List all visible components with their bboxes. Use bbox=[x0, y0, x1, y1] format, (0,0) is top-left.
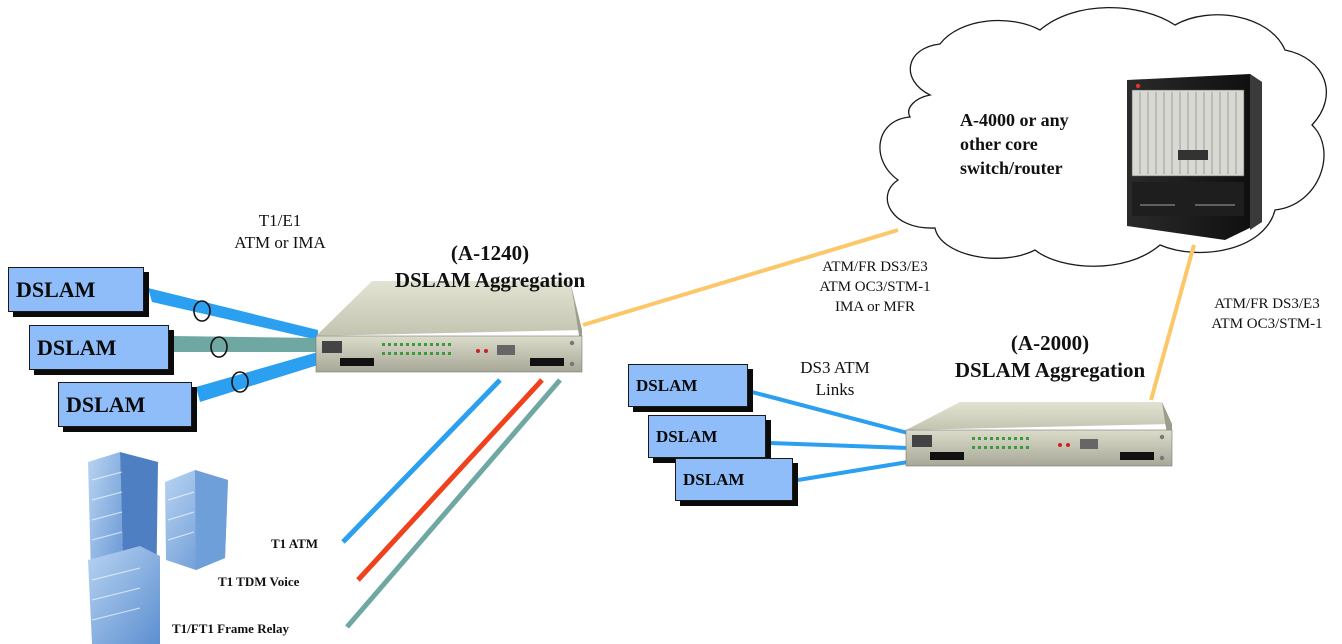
t1-frame-relay-label: T1/FT1 Frame Relay bbox=[172, 621, 289, 636]
dslam-left-1: DSLAM bbox=[8, 267, 144, 312]
dslam-link-1 bbox=[148, 288, 318, 340]
dslam-label: DSLAM bbox=[636, 375, 698, 395]
core-line-3: switch/router bbox=[960, 158, 1063, 178]
dslam-link-3 bbox=[196, 352, 318, 402]
a2000-label: (A-2000) DSLAM Aggregation bbox=[930, 330, 1170, 384]
core-line-2: other core bbox=[960, 134, 1038, 154]
a1240-title: DSLAM Aggregation bbox=[394, 268, 586, 292]
uplink-a1240-line-2: ATM OC3/STM-1 bbox=[819, 279, 931, 295]
uplink-a1240-to-core bbox=[582, 228, 899, 327]
ds3-label: DS3 ATM Links bbox=[775, 357, 895, 401]
dslam-left-3: DSLAM bbox=[58, 382, 192, 427]
core-label: A-4000 or any other core switch/router bbox=[960, 108, 1069, 180]
dslam-label: DSLAM bbox=[37, 334, 117, 360]
uplink-a2000-to-core bbox=[1149, 244, 1196, 401]
dslam-label: DSLAM bbox=[66, 391, 146, 417]
uplink-label-a2000: ATM/FR DS3/E3 ATM OC3/STM-1 bbox=[1192, 294, 1342, 334]
ds3-link-1 bbox=[751, 390, 909, 435]
t1-frame-relay-line bbox=[345, 378, 562, 629]
ima-circle-2 bbox=[210, 336, 228, 358]
dslam-right-2: DSLAM bbox=[648, 415, 766, 458]
ima-circle-3 bbox=[231, 371, 249, 393]
dslam-label: DSLAM bbox=[683, 469, 745, 489]
t1e1-label: T1/E1 ATM or IMA bbox=[225, 210, 335, 254]
a1240-model: (A-1240) bbox=[450, 241, 530, 265]
core-line-1: A-4000 or any bbox=[960, 110, 1069, 130]
a1240-chassis bbox=[315, 281, 583, 373]
ds3-link-3 bbox=[797, 460, 909, 482]
uplink-label-a1240: ATM/FR DS3/E3 ATM OC3/STM-1 IMA or MFR bbox=[795, 257, 955, 317]
uplink-a1240-line-1: ATM/FR DS3/E3 bbox=[822, 259, 928, 275]
t1-tdm-voice-label: T1 TDM Voice bbox=[218, 574, 300, 589]
t1-atm-label: T1 ATM bbox=[271, 536, 319, 551]
ima-circle-1 bbox=[193, 300, 211, 322]
t1-atm-line bbox=[341, 378, 502, 544]
t1e1-line-1: T1/E1 bbox=[258, 211, 302, 230]
dslam-right-3: DSLAM bbox=[675, 458, 793, 501]
uplink-a2000-line-2: ATM OC3/STM-1 bbox=[1211, 316, 1323, 332]
a2000-model: (A-2000) bbox=[1010, 331, 1090, 355]
a2000-title: DSLAM Aggregation bbox=[954, 358, 1146, 382]
ds3-line-1: DS3 ATM bbox=[800, 358, 870, 377]
t1-tdm-voice-line bbox=[356, 378, 544, 582]
t1e1-line-2: ATM or IMA bbox=[234, 233, 326, 252]
customer-buildings bbox=[88, 452, 228, 644]
a1240-label: (A-1240) DSLAM Aggregation bbox=[370, 240, 610, 294]
dslam-link-2 bbox=[172, 336, 318, 352]
ds3-link-2 bbox=[769, 441, 909, 450]
dslam-label: DSLAM bbox=[656, 426, 718, 446]
uplink-a2000-line-1: ATM/FR DS3/E3 bbox=[1214, 296, 1320, 312]
dslam-right-1: DSLAM bbox=[628, 364, 748, 407]
ds3-line-2: Links bbox=[815, 380, 855, 399]
a2000-chassis bbox=[905, 402, 1173, 467]
dslam-left-2: DSLAM bbox=[29, 325, 169, 370]
uplink-a1240-line-3: IMA or MFR bbox=[834, 299, 916, 315]
core-switch-rack bbox=[1127, 74, 1262, 240]
dslam-label: DSLAM bbox=[16, 276, 96, 302]
